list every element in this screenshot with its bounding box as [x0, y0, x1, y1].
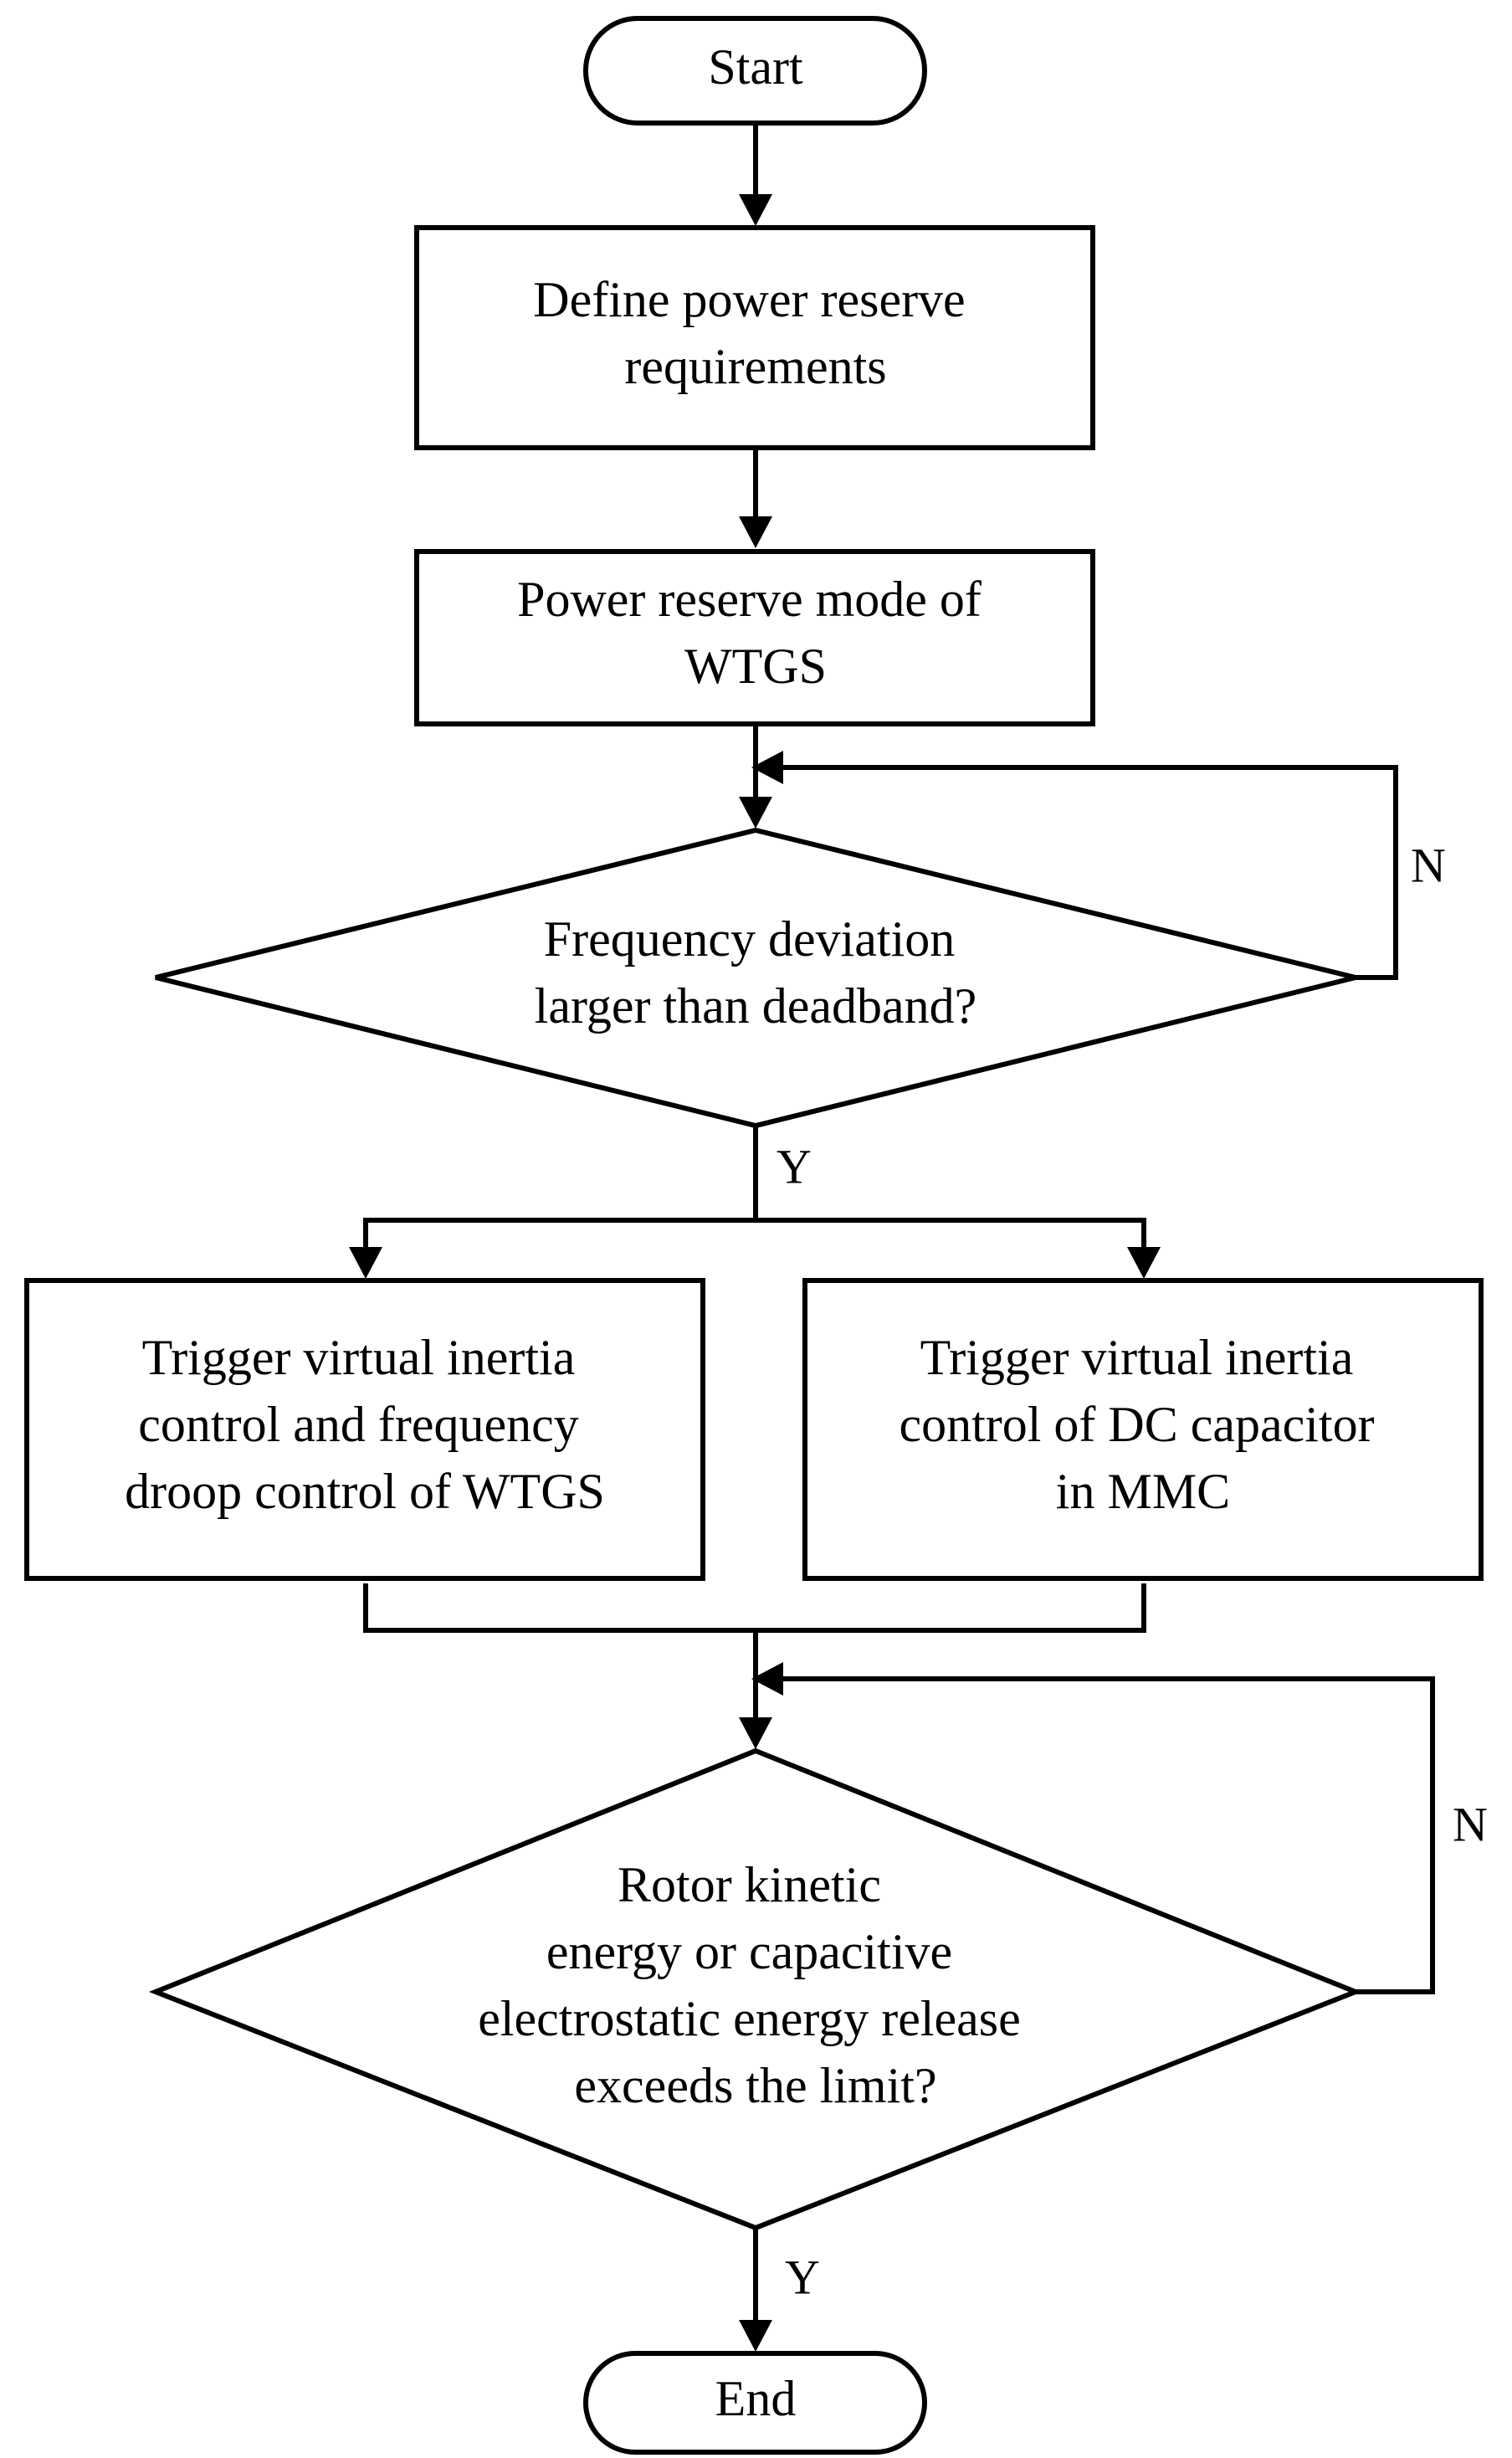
arrowhead-start-define: [739, 194, 772, 226]
arrowhead-mode-freq: [739, 797, 772, 829]
define-reserve-line-1: Define power reserve: [533, 272, 965, 327]
mmc-control-line-2: control of DC capacitor: [899, 1397, 1374, 1452]
mmc-control-line-1: Trigger virtual inertia: [920, 1330, 1354, 1385]
wtgs-control-line-2: control and frequency: [138, 1397, 578, 1452]
connector-merge: [363, 1583, 1146, 1633]
svg-text:Rotor kinetic energy or: Rotor kinetic energy or capacitive elect…: [478, 1857, 1033, 2113]
arrowhead-energy-no-loop: [751, 1662, 783, 1696]
arrowhead-freq-no-loop: [751, 751, 783, 784]
frequency-decision: Frequency deviation larger than deadband…: [155, 827, 1356, 1129]
end-label: End: [715, 2371, 797, 2426]
connector-split: [363, 1218, 1146, 1247]
frequency-yes-label: Y: [777, 1139, 812, 1193]
energy-yes-label: Y: [785, 2250, 820, 2304]
connector-freq-no-loop: [777, 765, 1398, 980]
define-reserve-box: Define power reserve requirements: [414, 225, 1095, 450]
svg-text:Start: Start: [708, 39, 803, 95]
energy-no-label: N: [1453, 1797, 1488, 1851]
energy-decision-line-2: energy or capacitive: [546, 1924, 952, 1979]
reserve-mode-line-2: WTGS: [684, 639, 827, 694]
start-label: Start: [708, 39, 803, 95]
connector-energy-no-loop: [777, 1676, 1435, 1994]
start-terminal: Start: [583, 16, 927, 126]
svg-text:Frequency deviation larg: Frequency deviation larger than deadband…: [535, 911, 977, 1034]
mmc-control-line-3: in MMC: [1056, 1464, 1230, 1519]
svg-text:End: End: [715, 2371, 797, 2426]
frequency-decision-line-2: larger than deadband?: [535, 978, 977, 1034]
frequency-no-label: N: [1411, 838, 1446, 892]
arrowhead-merge-energy: [739, 1717, 772, 1749]
wtgs-control-line-3: droop control of WTGS: [125, 1464, 605, 1519]
arrowhead-energy-end: [739, 2320, 772, 2352]
connectors: [349, 126, 1435, 2352]
svg-text:Power reserve mode of WT: Power reserve mode of WTGS: [517, 572, 994, 694]
reserve-mode-line-1: Power reserve mode of: [517, 572, 982, 627]
wtgs-control-line-1: Trigger virtual inertia: [142, 1330, 576, 1385]
arrowhead-define-mode: [739, 516, 772, 548]
wtgs-control-box: Trigger virtual inertia control and freq…: [24, 1278, 705, 1581]
frequency-decision-line-1: Frequency deviation: [544, 911, 956, 967]
energy-decision: Rotor kinetic energy or capacitive elect…: [148, 1747, 1363, 2231]
end-terminal: End: [583, 2351, 927, 2455]
mmc-control-box: Trigger virtual inertia control of DC ca…: [802, 1278, 1484, 1581]
energy-decision-line-4: exceeds the limit?: [574, 2058, 936, 2113]
energy-decision-line-3: electrostatic energy release: [478, 1991, 1021, 2046]
arrowhead-split-right: [1127, 1247, 1161, 1279]
svg-text:Trigger virtual inertia: Trigger virtual inertia control of DC ca…: [899, 1330, 1386, 1519]
energy-decision-line-1: Rotor kinetic: [618, 1857, 881, 1912]
svg-text:Define power reserve req: Define power reserve requirements: [533, 272, 977, 394]
reserve-mode-box: Power reserve mode of WTGS: [414, 549, 1095, 726]
arrowhead-split-left: [349, 1247, 382, 1279]
svg-text:Trigger virtual inertia: Trigger virtual inertia control and freq…: [125, 1330, 605, 1519]
define-reserve-line-2: requirements: [624, 339, 886, 394]
